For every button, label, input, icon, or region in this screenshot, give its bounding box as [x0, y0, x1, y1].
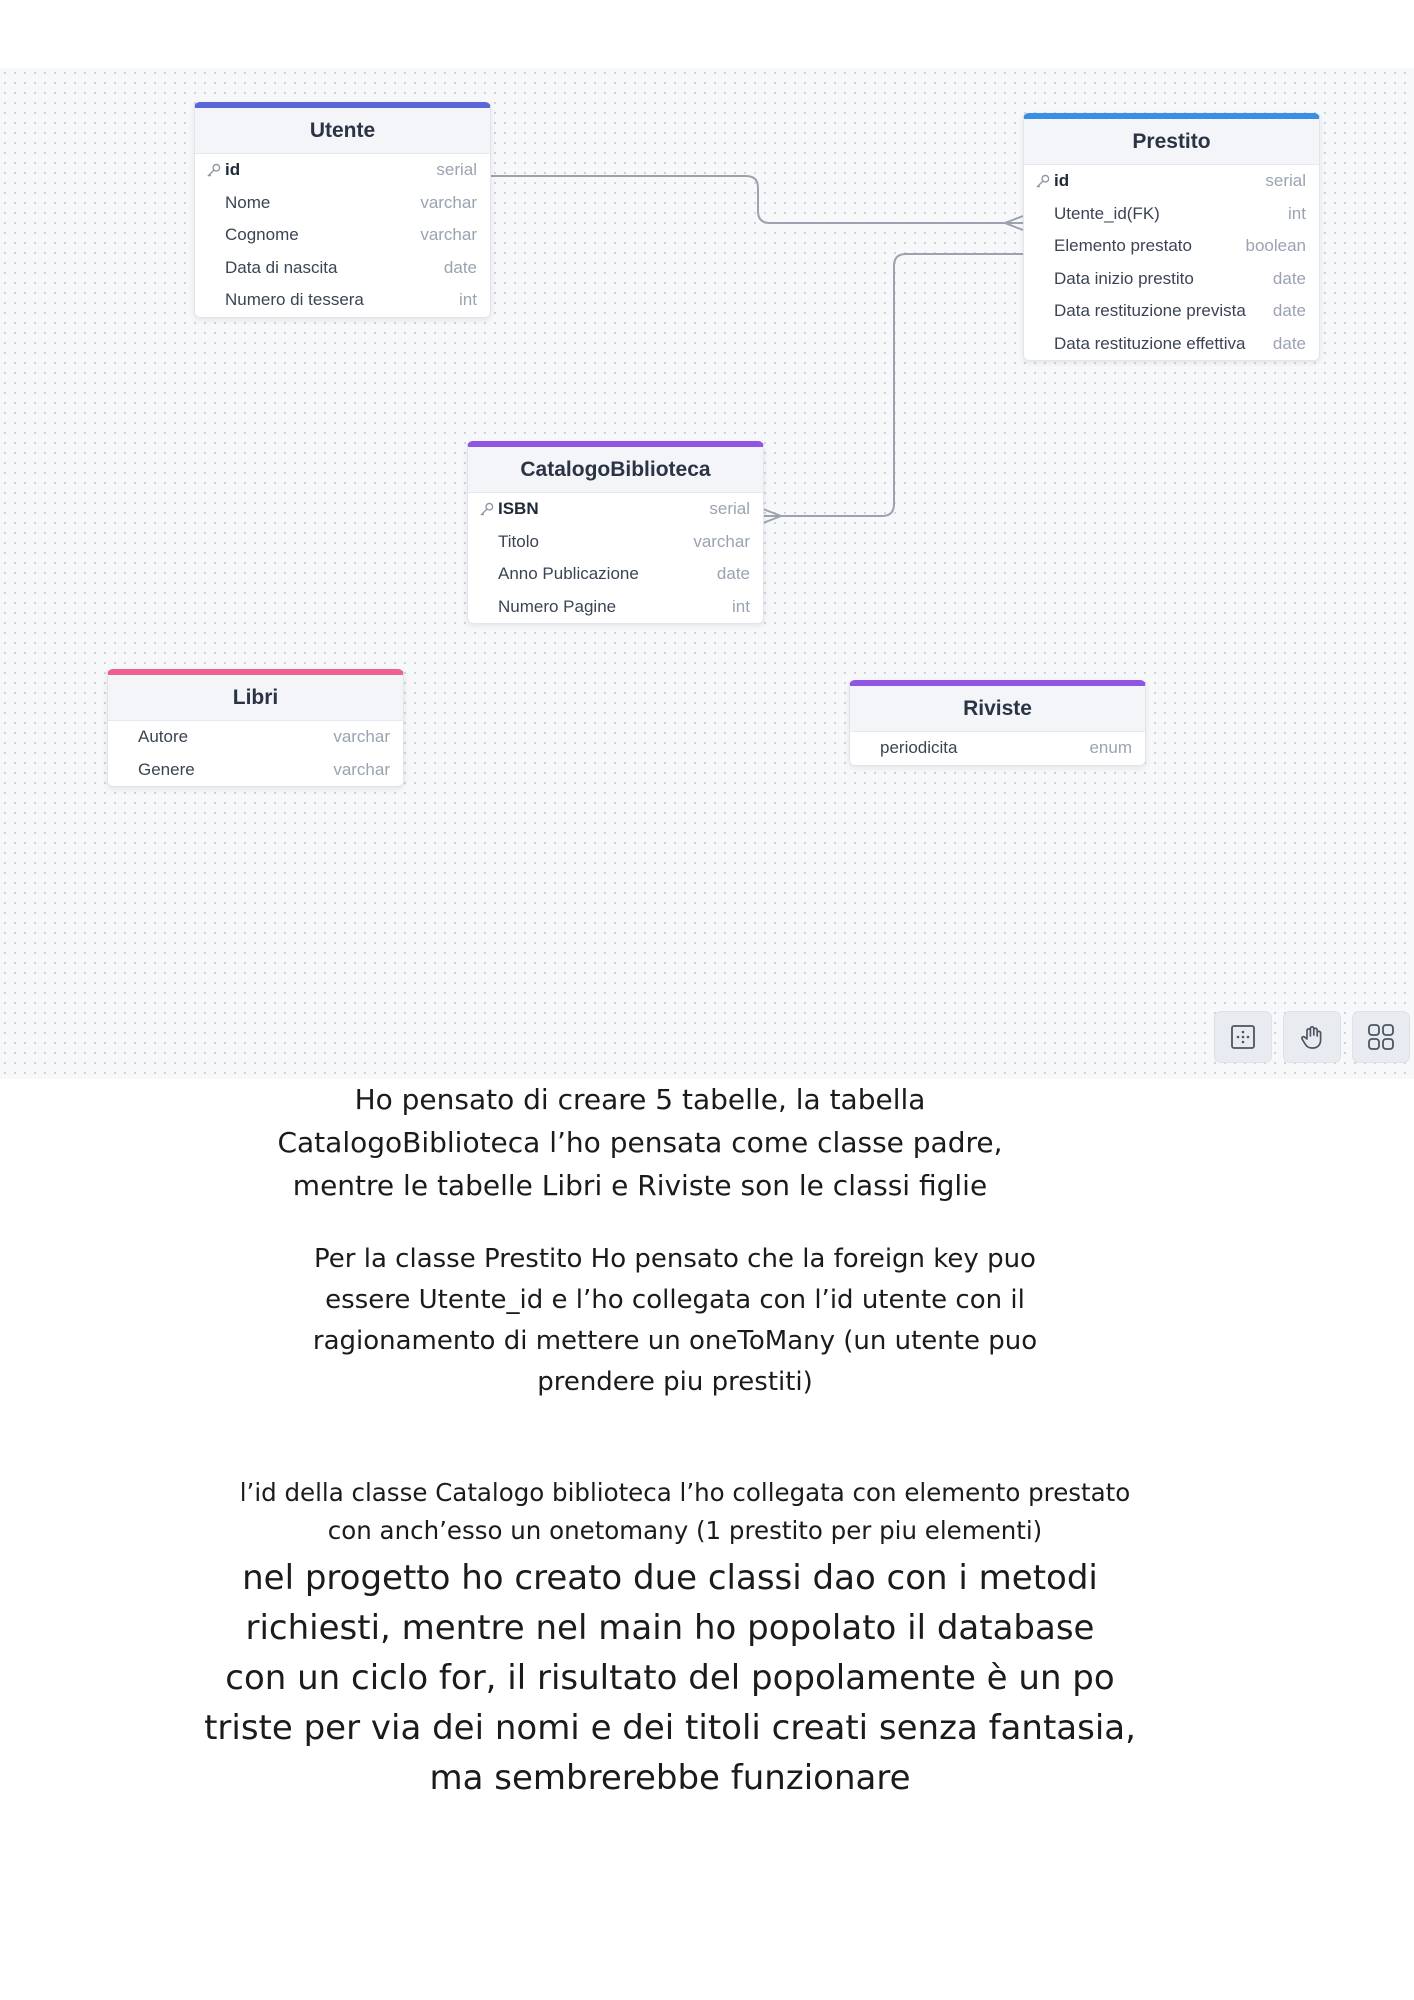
field-row[interactable]: Anno Publicazione date: [468, 558, 763, 591]
field-row[interactable]: Elemento prestato boolean: [1024, 230, 1319, 263]
field-row[interactable]: Cognome varchar: [195, 219, 490, 252]
field-name: Data restituzione prevista: [1054, 301, 1246, 321]
field-row[interactable]: Titolo varchar: [468, 526, 763, 559]
field-type: int: [459, 290, 477, 310]
note-paragraph-2: Per la classe Prestito Ho pensato che la…: [312, 1244, 1038, 1397]
note-paragraph-4: nel progetto ho creato due classi dao co…: [204, 1558, 1136, 1798]
table-title: Riviste: [850, 686, 1145, 732]
field-name: Data restituzione effettiva: [1054, 333, 1246, 353]
table-catalogobiblioteca[interactable]: CatalogoBiblioteca ISBN serial Titolo va…: [467, 441, 764, 624]
grid-view-icon: [1368, 1024, 1394, 1050]
field-type: date: [716, 564, 750, 584]
field-name: Numero di tessera: [225, 290, 364, 310]
grid-view-button[interactable]: [1352, 1011, 1410, 1063]
table-title: Libri: [108, 675, 403, 721]
field-row[interactable]: Data inizio prestito date: [1024, 263, 1319, 296]
key-icon: [480, 502, 494, 516]
field-type: serial: [436, 160, 477, 180]
field-row[interactable]: Utente_id(FK) int: [1024, 198, 1319, 231]
field-type: serial: [1265, 171, 1306, 191]
field-name: ISBN: [498, 499, 539, 519]
relation-line-prestito-catalogo: [763, 253, 1023, 517]
field-row[interactable]: ISBN serial: [468, 493, 763, 526]
field-type: date: [443, 257, 477, 277]
field-name: Anno Publicazione: [498, 564, 639, 584]
field-row[interactable]: Data di nascita date: [195, 252, 490, 285]
field-row[interactable]: Numero Pagine int: [468, 591, 763, 624]
field-type: int: [1288, 203, 1306, 223]
field-type: varchar: [333, 759, 390, 779]
field-row[interactable]: Autore varchar: [108, 721, 403, 754]
field-name: Genere: [138, 759, 195, 779]
field-name: id: [225, 160, 241, 180]
field-row[interactable]: id serial: [1024, 165, 1319, 198]
field-type: date: [1272, 301, 1306, 321]
field-type: varchar: [420, 225, 477, 245]
table-title: Prestito: [1024, 119, 1319, 165]
diagram-canvas[interactable]: Utente id serial Nome varchar Cognome va…: [0, 68, 1414, 1079]
field-name: Data inizio prestito: [1054, 268, 1194, 288]
crowfoot-catalogo-many: [762, 508, 784, 524]
key-icon: [1036, 174, 1050, 188]
field-row[interactable]: Numero di tessera int: [195, 284, 490, 317]
field-name: Data di nascita: [225, 257, 338, 277]
field-row[interactable]: Genere varchar: [108, 754, 403, 787]
field-name: Elemento prestato: [1054, 236, 1192, 256]
key-icon: [207, 163, 221, 177]
relation-line-utente-prestito: [490, 175, 1023, 224]
hand-pan-button[interactable]: [1283, 1011, 1341, 1063]
table-prestito[interactable]: Prestito id serial Utente_id(FK) int Ele…: [1023, 113, 1320, 361]
field-name: Titolo: [498, 531, 539, 551]
field-type: varchar: [333, 727, 390, 747]
table-title: CatalogoBiblioteca: [468, 447, 763, 493]
field-row[interactable]: Data restituzione effettiva date: [1024, 328, 1319, 361]
table-utente[interactable]: Utente id serial Nome varchar Cognome va…: [194, 102, 491, 318]
field-row[interactable]: Nome varchar: [195, 187, 490, 220]
field-row[interactable]: id serial: [195, 154, 490, 187]
table-libri[interactable]: Libri Autore varchar Genere varchar: [107, 669, 404, 787]
hand-pan-icon: [1301, 1026, 1322, 1049]
field-name: periodicita: [880, 738, 958, 758]
field-name: Autore: [138, 727, 189, 747]
fit-view-button[interactable]: [1214, 1011, 1272, 1063]
field-name: id: [1054, 171, 1070, 191]
crowfoot-prestito-many: [1002, 215, 1024, 231]
field-type: enum: [1089, 738, 1132, 758]
field-type: int: [732, 596, 750, 616]
field-type: serial: [709, 499, 750, 519]
fit-view-icon: [1231, 1025, 1255, 1049]
field-type: varchar: [420, 192, 477, 212]
field-type: date: [1272, 268, 1306, 288]
field-name: Utente_id(FK): [1054, 203, 1160, 223]
note-paragraph-1: Ho pensato di creare 5 tabelle, la tabel…: [277, 1083, 1003, 1202]
field-type: boolean: [1245, 236, 1306, 256]
table-riviste[interactable]: Riviste periodicita enum: [849, 680, 1146, 766]
field-type: varchar: [693, 531, 750, 551]
field-row[interactable]: periodicita enum: [850, 732, 1145, 765]
field-row[interactable]: Data restituzione prevista date: [1024, 295, 1319, 328]
field-type: date: [1272, 333, 1306, 353]
note-paragraph-3: l’id della classe Catalogo biblioteca l’…: [239, 1478, 1131, 1545]
table-title: Utente: [195, 108, 490, 154]
field-name: Cognome: [225, 225, 299, 245]
field-name: Numero Pagine: [498, 596, 617, 616]
field-name: Nome: [225, 192, 271, 212]
